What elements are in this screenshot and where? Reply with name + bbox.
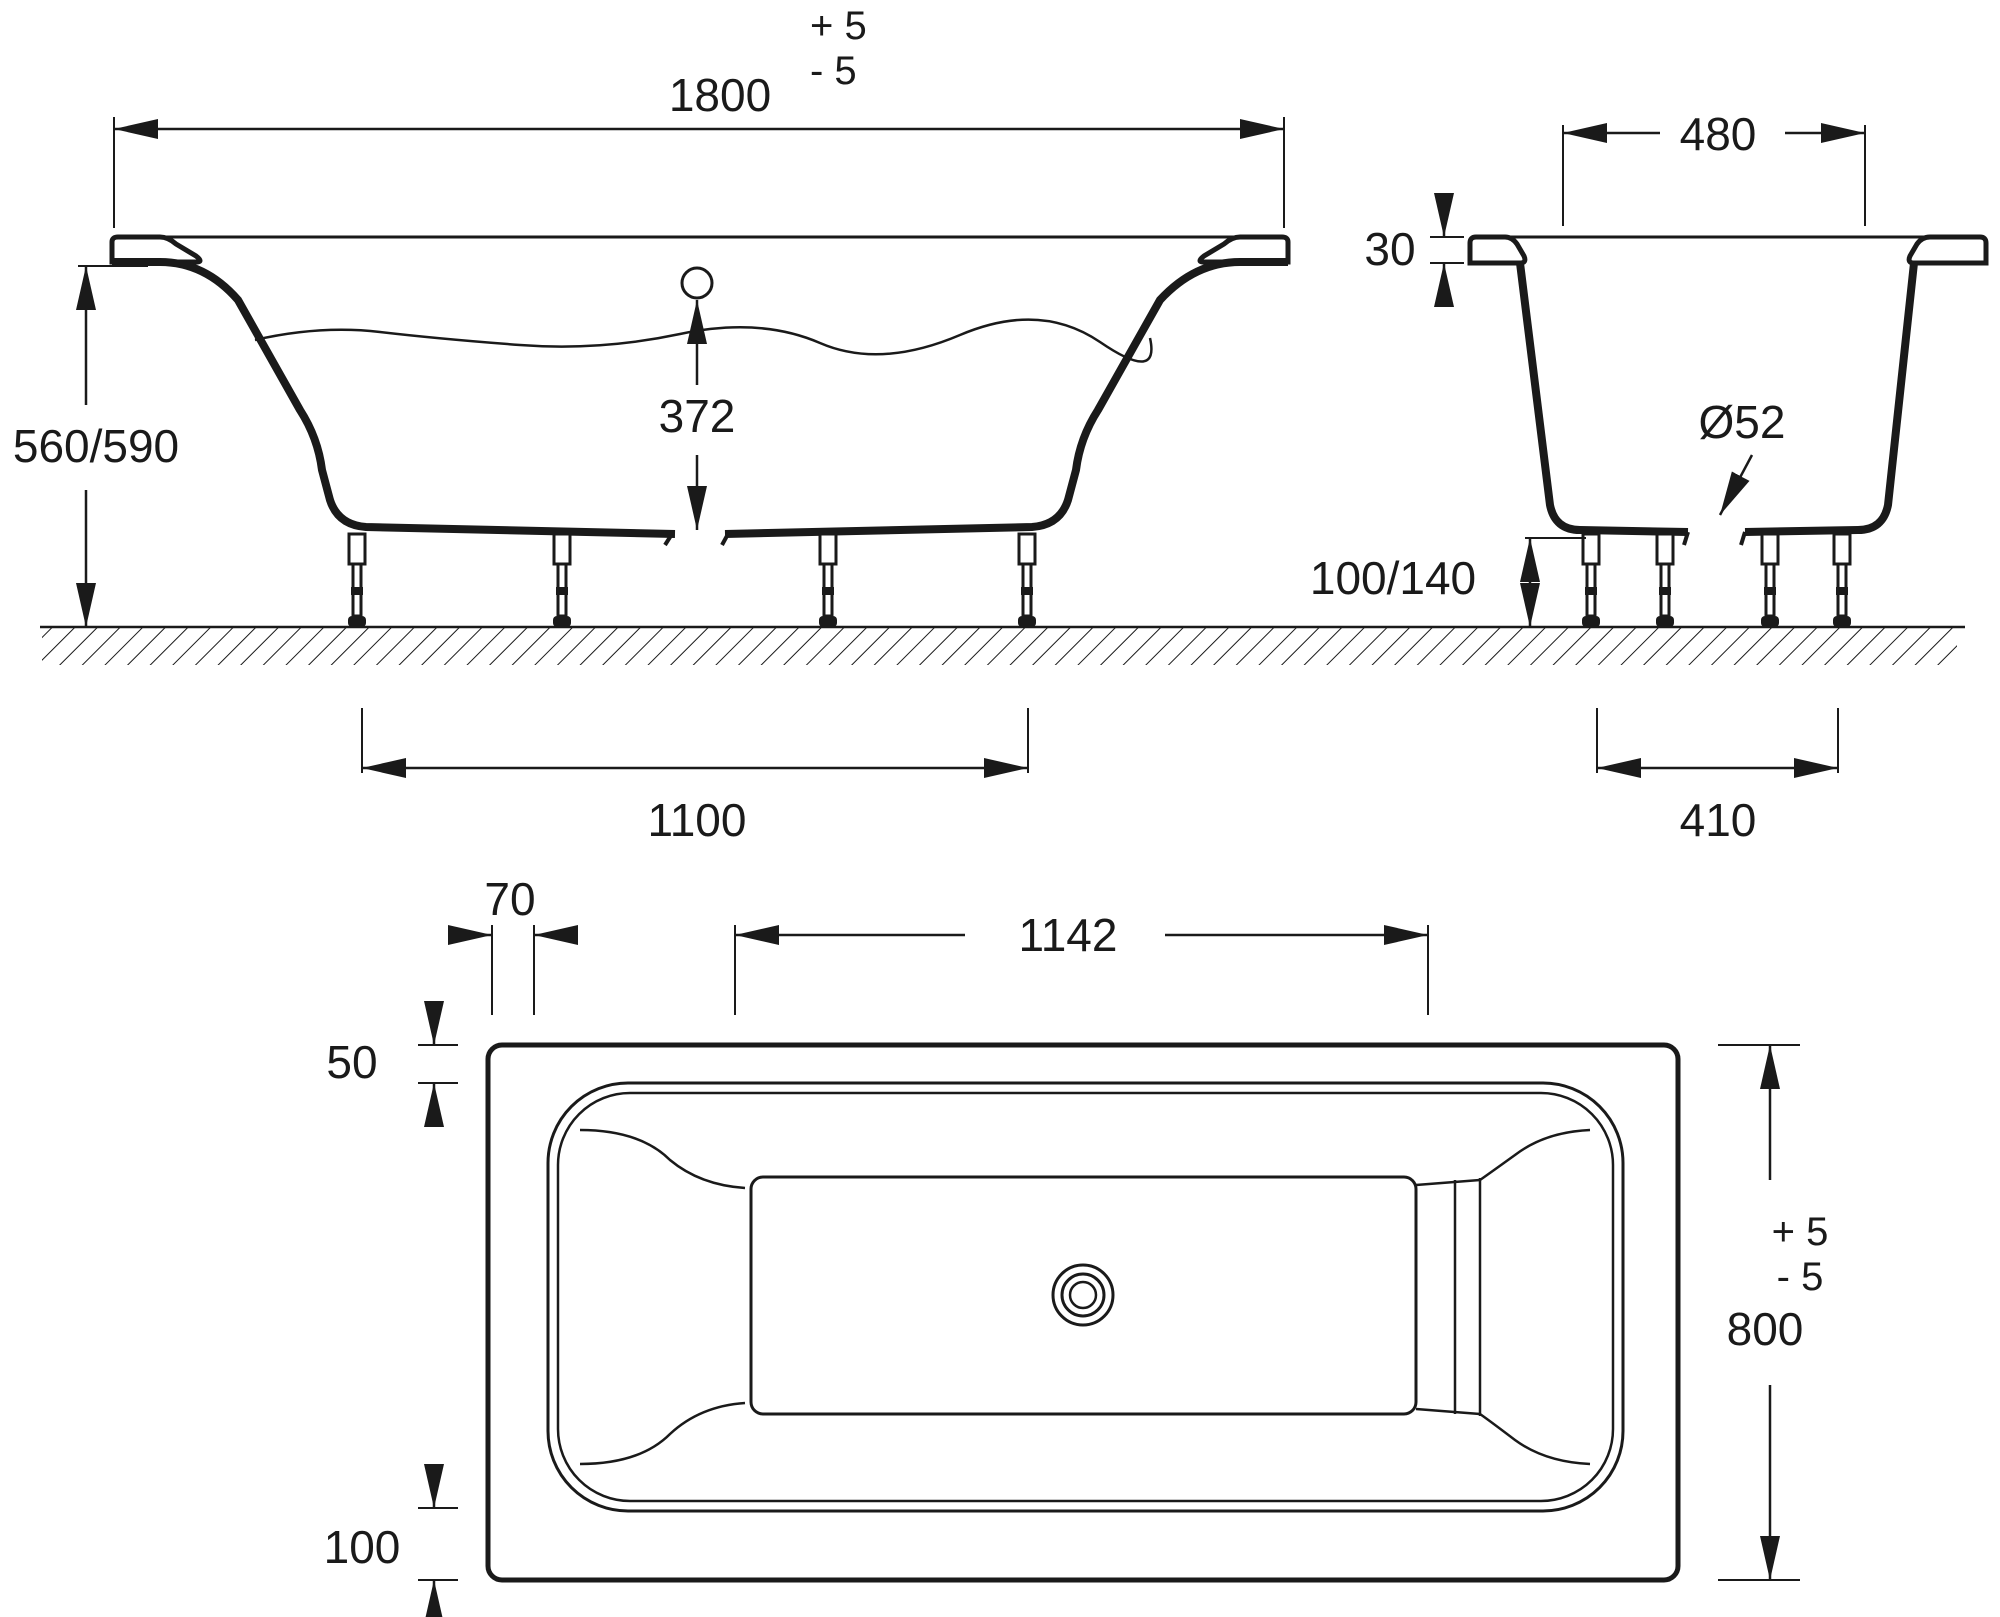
leg	[1017, 532, 1037, 627]
dim-rim-offset-x: 70	[448, 873, 578, 1015]
side-shell-left	[112, 258, 676, 538]
side-drain-lip-left	[663, 532, 674, 547]
dim-height: 560/590	[13, 265, 179, 627]
side-shell-right	[724, 258, 1288, 538]
leg	[1655, 532, 1675, 627]
leg	[1832, 532, 1852, 627]
height-label: 560/590	[13, 420, 179, 472]
rim-top-label: 50	[326, 1036, 377, 1088]
plan-outer-rim	[485, 1042, 1681, 1583]
plan-slope-left-top	[579, 1128, 746, 1190]
plan-slope-right-top	[1479, 1128, 1591, 1182]
end-drain-lip-right	[1739, 531, 1747, 546]
plan-backrest-bottom	[1415, 1407, 1481, 1416]
end-leg-spacing-label: 410	[1680, 794, 1757, 846]
floor	[40, 625, 1965, 665]
width-tol-plus: + 5	[1772, 1210, 1829, 1254]
dim-rim-thickness: 30	[1364, 193, 1464, 307]
end-shell-left	[1516, 262, 1689, 536]
width-label: 800	[1727, 1303, 1804, 1355]
length-tol-plus: + 5	[810, 4, 867, 48]
inner-depth-label: 372	[659, 390, 736, 442]
plan-slope-right-bottom	[1479, 1412, 1591, 1466]
rim-bottom-label: 100	[324, 1521, 401, 1573]
dim-rim-top: 50	[326, 1001, 458, 1127]
leg	[347, 532, 367, 627]
plan-view: 70 1142 50 100	[324, 873, 1829, 1617]
plan-slope-left-bottom	[579, 1401, 746, 1466]
top-width-label: 480	[1680, 108, 1757, 160]
end-view: 480 30 Ø52 100/140 410	[1310, 108, 1989, 846]
length-tol-minus: - 5	[810, 49, 857, 93]
leg	[552, 532, 572, 627]
plan-basin-outer	[546, 1081, 1625, 1513]
floor-hatching	[42, 627, 1957, 665]
side-legs	[347, 532, 1037, 627]
dim-length: 1800 + 5 - 5	[113, 4, 1285, 228]
dim-inner-depth: 372	[659, 300, 736, 530]
rim-thickness-label: 30	[1364, 223, 1415, 275]
leg-spacing-label: 1100	[648, 794, 747, 846]
dim-leg-height: 100/140	[1310, 537, 1586, 627]
plan-basin-inner	[556, 1091, 1615, 1503]
side-rim	[109, 234, 203, 265]
plan-backrest-top	[1415, 1178, 1481, 1187]
dim-leg-spacing: 1100	[361, 708, 1029, 846]
length-label: 1800	[669, 69, 771, 121]
dim-width: + 5 - 5 800	[1718, 1044, 1829, 1581]
bottom-length-label: 1142	[1019, 909, 1118, 961]
plan-bottom	[749, 1175, 1418, 1416]
drain-diameter-label: Ø52	[1699, 396, 1786, 448]
end-shell-right	[1744, 262, 1918, 536]
side-rim-right	[1197, 234, 1291, 265]
end-rim-left	[1467, 234, 1528, 266]
end-rim-right	[1906, 234, 1989, 266]
dim-rim-bottom: 100	[324, 1464, 458, 1617]
dim-bottom-length: 1142	[734, 909, 1429, 1015]
leg-height-label: 100/140	[1310, 552, 1476, 604]
leg	[818, 532, 838, 627]
end-legs	[1581, 532, 1852, 627]
side-water-line	[254, 318, 1153, 363]
plan-drain	[1051, 1263, 1115, 1327]
dim-end-leg-spacing: 410	[1596, 708, 1839, 846]
leg	[1760, 532, 1780, 627]
dim-top-width: 480	[1562, 108, 1866, 226]
dim-drain-diameter: Ø52	[1699, 396, 1786, 516]
side-drain-lip-right	[720, 533, 730, 546]
side-view: 1800 + 5 - 5 560/590 372 1100	[13, 4, 1291, 846]
width-tol-minus: - 5	[1777, 1255, 1824, 1299]
end-drain-lip-left	[1682, 531, 1690, 546]
rim-offset-x-label: 70	[484, 873, 535, 925]
leg	[1581, 532, 1601, 627]
overflow-circle	[680, 266, 714, 300]
